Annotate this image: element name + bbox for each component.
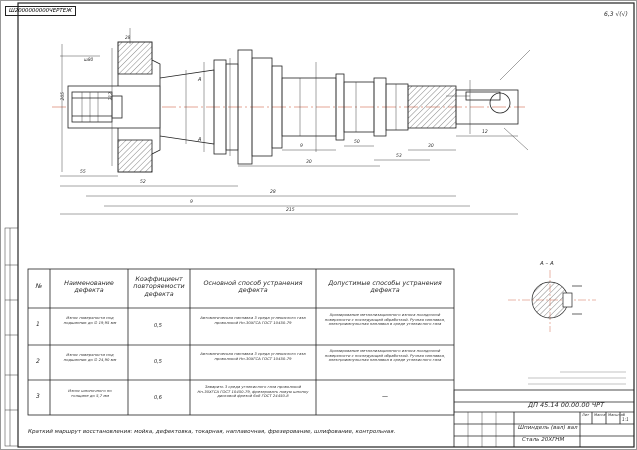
- roughness-symbol: 6,3 √(√): [604, 12, 628, 18]
- dim-label: 215: [286, 208, 295, 213]
- table-row-coef: 0,5: [154, 359, 162, 365]
- left-margin-strip: [4, 227, 19, 447]
- dim-label: 55: [80, 170, 86, 175]
- drawing-frame: [17, 2, 635, 448]
- table-row-allowed: Хромирование металлизационного износа по…: [324, 312, 446, 327]
- table-row-defect: Износ шпоночного по толщине до 5,7 мм: [68, 388, 112, 398]
- title-block-sheet-label: Лит: [582, 413, 590, 417]
- dim-label: ш80: [84, 57, 94, 62]
- title-block-code: ДП 45.14 00.00.00 ЧРТ: [528, 401, 605, 409]
- defect-table: [27, 268, 455, 416]
- dimension-lines: [60, 28, 531, 215]
- section-marker: А: [198, 77, 202, 83]
- table-header-allowed: Допустимые способы устранения дефекта: [328, 279, 442, 295]
- dim-label: 28: [125, 35, 131, 40]
- table-row-main: Автоматическая наплавка 3 среда углекисл…: [200, 315, 306, 325]
- section-a-a: [508, 270, 596, 332]
- shaft-drawing: [52, 41, 525, 173]
- table-row-num: 3: [36, 393, 40, 400]
- dim-label: 30: [428, 144, 434, 149]
- table-row-allowed: Хромирование металлизационного износа по…: [324, 348, 446, 363]
- dim-label: 53: [396, 154, 402, 159]
- title-block-sheet-label: Масса: [594, 413, 606, 417]
- dim-label: 28: [270, 190, 276, 195]
- notes-lines: [528, 371, 626, 385]
- table-row-main: Автоматическая наплавка 3 среда углекисл…: [200, 351, 306, 361]
- table-row-allowed: —: [382, 393, 388, 400]
- table-row-num: 2: [36, 358, 40, 365]
- table-row-coef: 0,6: [154, 395, 162, 401]
- title-block: [453, 389, 635, 448]
- table-row-defect: Износ поверхности под подшипник до ∅ 24,…: [63, 352, 117, 362]
- table-row-coef: 0,5: [154, 323, 162, 329]
- table-row-defect: Износ поверхности под подшипник до ∅ 19,…: [63, 315, 117, 325]
- dim-label: 212: [109, 91, 115, 101]
- table-header-num: №: [35, 282, 43, 290]
- dim-label: 30: [306, 160, 312, 165]
- table-header-main: Основной способ устранения дефекта: [203, 279, 303, 295]
- table-row-num: 1: [36, 321, 40, 328]
- section-marker: А: [198, 137, 202, 143]
- dim-label: 9: [190, 200, 193, 205]
- table-row-main: Заварить 3 среда углекислого газа провол…: [197, 384, 309, 399]
- table-header-coef: Коэффициент повторяемости дефекта: [133, 275, 185, 298]
- repair-route-note: Краткий маршрут восстановления: мойка, д…: [28, 429, 396, 435]
- roughness-value: 6,3: [604, 11, 614, 18]
- title-block-name: Шпиндель (вал) вал: [518, 425, 578, 431]
- table-header-defect: Наименование дефекта: [64, 279, 114, 295]
- dim-label: 52: [140, 180, 146, 185]
- dim-label: 50: [354, 140, 360, 145]
- dim-label: 205: [61, 91, 67, 101]
- document-stamp: Ш2000000000ЧЕРТЕЖ: [5, 6, 76, 16]
- section-title: А – А: [540, 261, 554, 267]
- dim-label: 9: [300, 144, 303, 149]
- check-icon: √(√): [615, 11, 628, 18]
- title-block-material: Сталь 20ХГНМ: [522, 437, 565, 443]
- dim-label: 12: [482, 130, 488, 135]
- title-block-sheet-label: Масштаб: [608, 413, 626, 417]
- title-block-scale: 1:1: [622, 417, 629, 422]
